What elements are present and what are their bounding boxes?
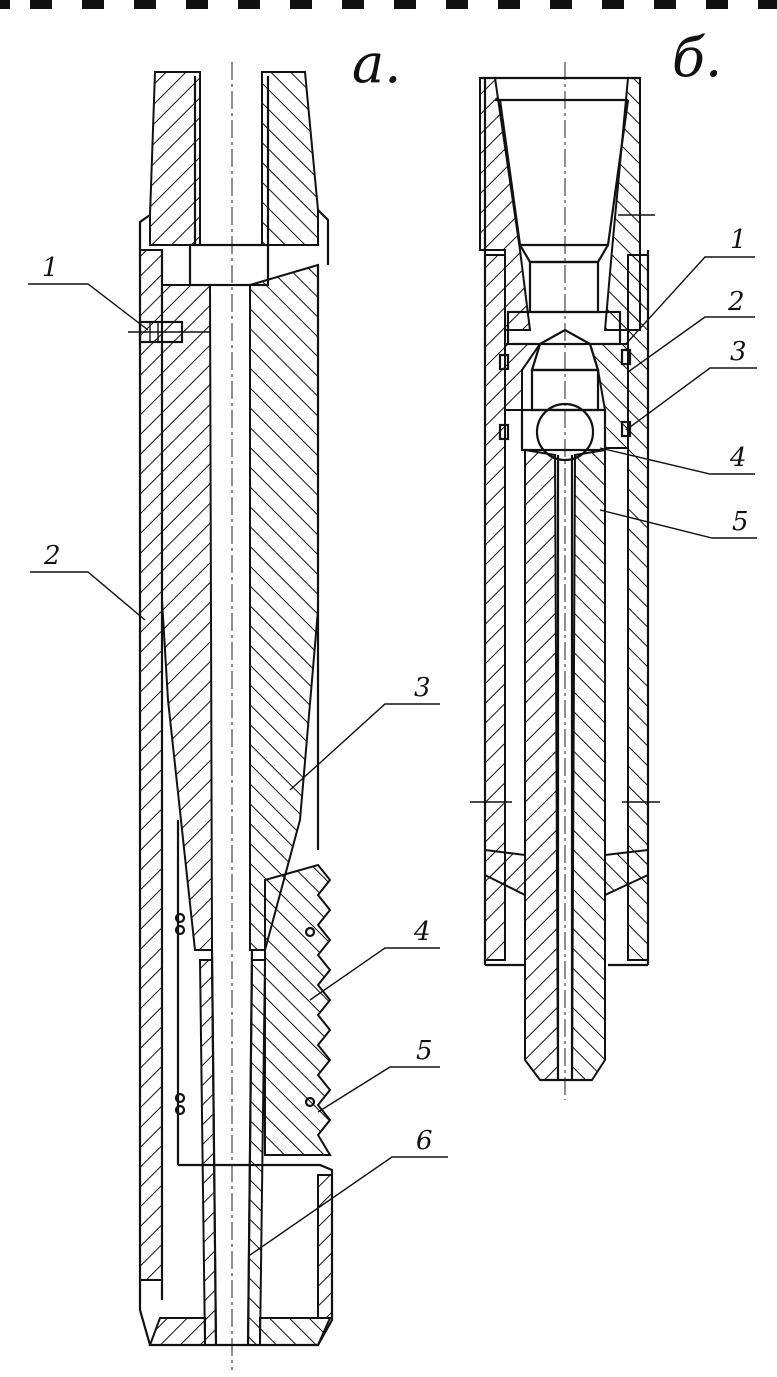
figure-b-ball [535,402,595,462]
figure-a-callout-2: 2 [43,541,61,571]
figure-a-callout-4: 4 [413,917,431,947]
figure-b-guide-ring-left [484,848,526,897]
figure-b-callout-1: 1 [730,225,747,255]
figure-b: б. [470,26,757,1100]
figure-b-callout-5: 5 [732,507,749,537]
figure-a-seals [174,912,316,1116]
figure-a-callout-1: 1 [42,253,59,283]
figure-a-leaders [28,283,448,1256]
figure-b-callout-3: 3 [730,337,747,367]
figure-b-seals [498,348,632,441]
figure-a-bottom-shoe-right [259,1317,332,1346]
figure-a-bottom-shoe [148,1317,206,1346]
figure-a-mandrel-left [161,284,214,951]
figure-b-valve-seat [504,343,542,411]
figure-b-plunger-right [570,448,606,1081]
figure-a-pin [128,320,210,344]
figure-b-leaders [599,256,757,539]
figure-a-outer-housing [139,249,163,1281]
figure-a-top-bore [188,243,270,287]
figure-a: а. [28,32,448,1370]
figure-b-plunger-left [524,448,560,1081]
figure-b-callout-2: 2 [727,287,745,317]
figure-a-callout-6: 6 [416,1126,433,1156]
top-dashed-border [0,0,777,9]
figure-b-guide-ring-right [604,848,649,897]
figure-a-callout-5: 5 [416,1036,433,1066]
figure-a-callout-3: 3 [414,673,431,703]
figure-a-threaded-body [264,863,332,1156]
figure-a-top-sub-right [261,71,319,246]
figure-a-title: а. [352,32,401,95]
figure-a-top-sub [149,71,201,246]
figure-a-mandrel-right [249,263,319,951]
figure-b-title: б. [672,26,722,89]
figure-b-callout-4: 4 [729,443,747,473]
